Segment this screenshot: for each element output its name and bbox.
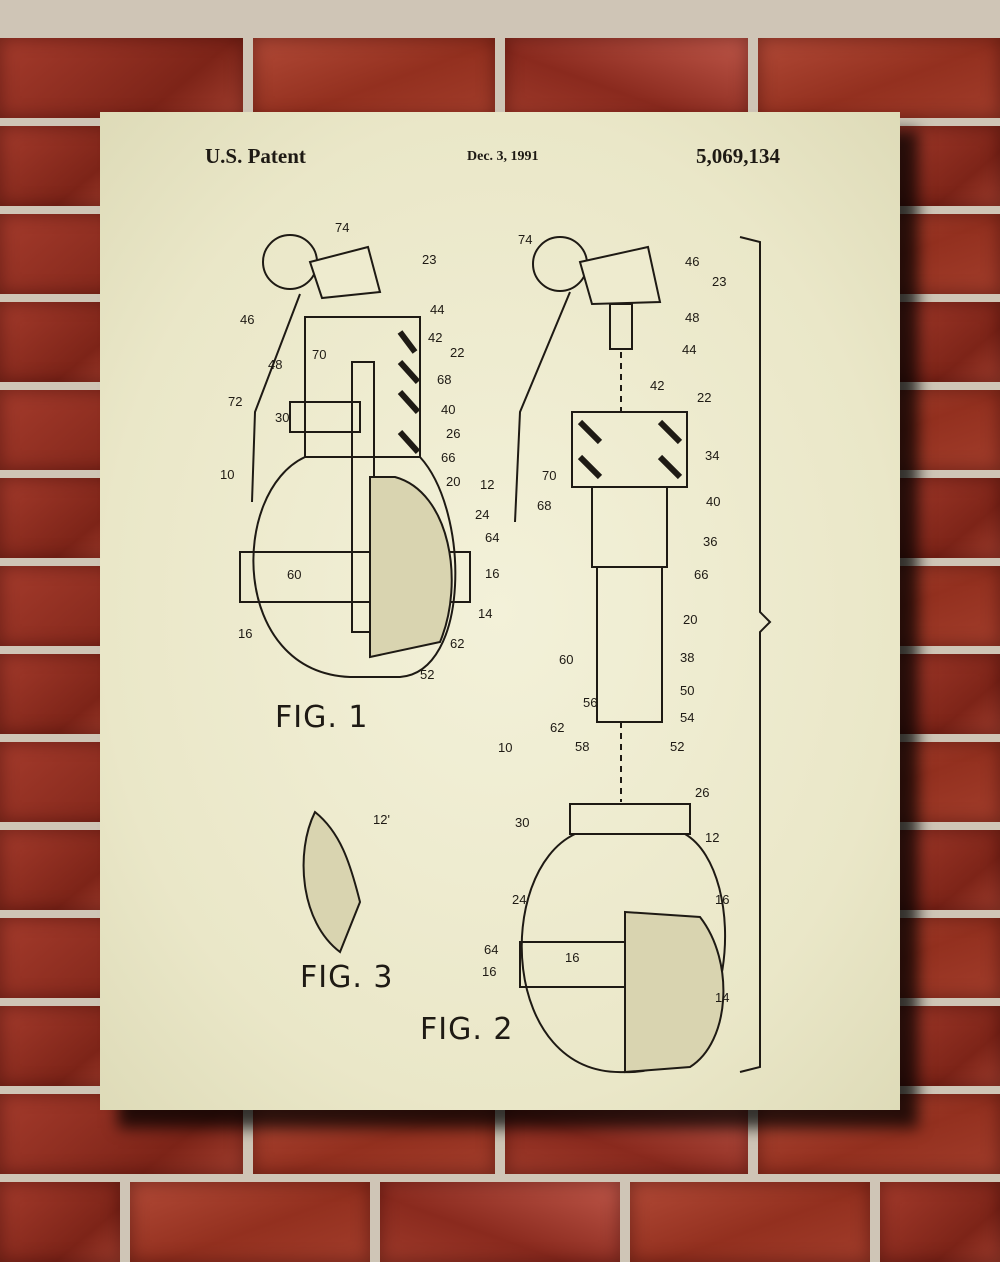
- fig2-reference-numeral: 60: [559, 652, 573, 667]
- fig2-reference-numeral: 48: [685, 310, 699, 325]
- fig1-reference-numeral: 44: [430, 302, 444, 317]
- fig2-reference-numeral: 56: [583, 695, 597, 710]
- fig2-reference-numeral: 23: [712, 274, 726, 289]
- fig1-reference-numeral: 16: [485, 566, 499, 581]
- fig3-fragment-drawing: [304, 812, 360, 952]
- fig1-reference-numeral: 48: [268, 357, 282, 372]
- brick: [630, 1182, 870, 1262]
- fig2-reference-numeral: 16: [715, 892, 729, 907]
- fig1-reference-numeral: 20: [446, 474, 460, 489]
- fig2-reference-numeral: 52: [670, 739, 684, 754]
- fig3-caption: FIG. 3: [300, 960, 394, 995]
- brick: [130, 1182, 370, 1262]
- fig2-reference-numeral: 20: [683, 612, 697, 627]
- fig1-reference-numeral: 10: [220, 467, 234, 482]
- fig2-reference-numeral: 14: [715, 990, 729, 1005]
- brick: [380, 1182, 620, 1262]
- fig1-reference-numeral: 42: [428, 330, 442, 345]
- fig2-reference-numeral: 12: [705, 830, 719, 845]
- fig2-reference-numeral: 36: [703, 534, 717, 549]
- fig2-reference-numeral: 64: [484, 942, 498, 957]
- fig2-reference-numeral: 58: [575, 739, 589, 754]
- fig2-reference-numeral: 46: [685, 254, 699, 269]
- fig1-reference-numeral: 64: [485, 530, 499, 545]
- fig2-reference-numeral: 62: [550, 720, 564, 735]
- patent-drawing: [100, 112, 900, 1110]
- fig2-reference-numeral: 54: [680, 710, 694, 725]
- fig1-reference-numeral: 12: [480, 477, 494, 492]
- fig2-reference-numeral: 66: [694, 567, 708, 582]
- brick-row: [0, 1182, 1000, 1262]
- brick: [0, 38, 243, 118]
- brick: [505, 38, 748, 118]
- fig2-grenade-drawing: [515, 237, 770, 1072]
- fig2-reference-numeral: 44: [682, 342, 696, 357]
- fig1-reference-numeral: 24: [475, 507, 489, 522]
- fig2-reference-numeral: 40: [706, 494, 720, 509]
- patent-poster: U.S. Patent Dec. 3, 1991 5,069,134: [100, 112, 900, 1110]
- fig1-caption: FIG. 1: [275, 700, 369, 735]
- fig2-reference-numeral: 16: [482, 964, 496, 979]
- brick: [253, 38, 496, 118]
- fig2-reference-numeral: 74: [518, 232, 532, 247]
- fig2-reference-numeral: 24: [512, 892, 526, 907]
- brick: [0, 1182, 120, 1262]
- fig1-reference-numeral: 22: [450, 345, 464, 360]
- brick: [880, 1182, 1000, 1262]
- fig1-reference-numeral: 60: [287, 567, 301, 582]
- fig3-reference-numeral: 12': [373, 812, 390, 827]
- fig1-reference-numeral: 62: [450, 636, 464, 651]
- fig2-reference-numeral: 16: [565, 950, 579, 965]
- fig2-reference-numeral: 22: [697, 390, 711, 405]
- fig1-reference-numeral: 40: [441, 402, 455, 417]
- fig2-caption: FIG. 2: [420, 1012, 514, 1047]
- fig2-reference-numeral: 30: [515, 815, 529, 830]
- fig2-reference-numeral: 68: [537, 498, 551, 513]
- fig1-reference-numeral: 66: [441, 450, 455, 465]
- fig2-reference-numeral: 50: [680, 683, 694, 698]
- fig2-reference-numeral: 26: [695, 785, 709, 800]
- fig1-reference-numeral: 30: [275, 410, 289, 425]
- fig2-reference-numeral: 34: [705, 448, 719, 463]
- fig2-reference-numeral: 38: [680, 650, 694, 665]
- fig1-reference-numeral: 26: [446, 426, 460, 441]
- fig2-reference-numeral: 70: [542, 468, 556, 483]
- brick-row: [0, 38, 1000, 118]
- fig1-reference-numeral: 70: [312, 347, 326, 362]
- fig1-reference-numeral: 74: [335, 220, 349, 235]
- fig1-reference-numeral: 68: [437, 372, 451, 387]
- brick: [758, 38, 1000, 118]
- fig1-reference-numeral: 16: [238, 626, 252, 641]
- fig1-reference-numeral: 72: [228, 394, 242, 409]
- fig1-reference-numeral: 52: [420, 667, 434, 682]
- fig1-reference-numeral: 23: [422, 252, 436, 267]
- fig1-reference-numeral: 14: [478, 606, 492, 621]
- fig2-reference-numeral: 10: [498, 740, 512, 755]
- fig1-reference-numeral: 46: [240, 312, 254, 327]
- fig2-reference-numeral: 42: [650, 378, 664, 393]
